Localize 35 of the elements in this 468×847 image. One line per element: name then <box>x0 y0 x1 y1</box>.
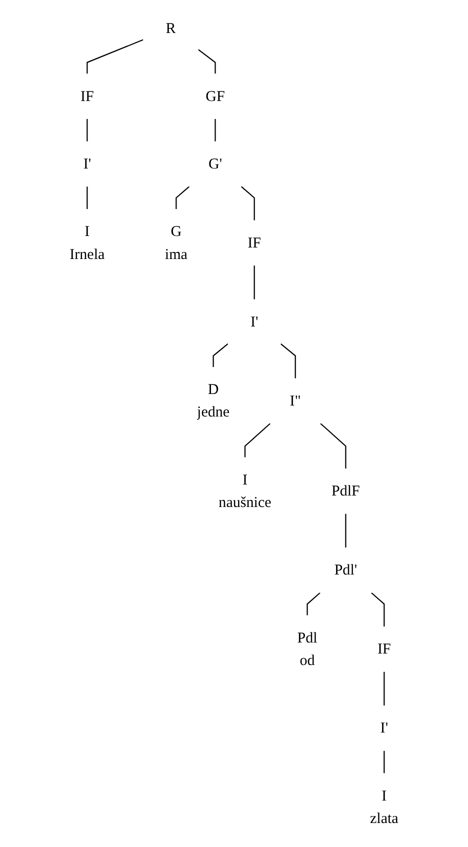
connector <box>384 750 385 774</box>
connector <box>86 118 88 142</box>
node-text: IF <box>80 88 94 105</box>
node-text: PdlF <box>331 482 360 500</box>
node-text: D jedne <box>197 381 230 420</box>
node-text: I Irnela <box>70 223 105 263</box>
node-text: R <box>166 20 176 37</box>
node-text: Pdl' <box>334 562 358 578</box>
node-text: G ima <box>164 223 188 263</box>
connector <box>370 592 385 627</box>
connector <box>198 49 216 74</box>
connector <box>86 186 88 210</box>
node-text: I" <box>290 392 301 410</box>
connector <box>345 514 346 548</box>
connector <box>212 343 228 368</box>
node-text: GF <box>206 88 225 105</box>
node-text: I zlata <box>370 788 398 827</box>
connector <box>384 672 385 706</box>
connector <box>214 118 216 142</box>
node-text: I' <box>83 156 92 172</box>
connector <box>86 39 144 74</box>
node-text: Pdl od <box>297 630 318 669</box>
connector <box>176 186 190 210</box>
node-text: I' <box>250 314 258 330</box>
node-text: G' <box>208 156 222 172</box>
connector <box>306 592 320 616</box>
connector <box>320 423 346 469</box>
connector <box>244 423 271 458</box>
node-text: IF <box>377 640 391 658</box>
connector <box>254 266 255 300</box>
connector <box>280 343 296 378</box>
connector <box>240 186 255 220</box>
node-text: I naušnice <box>218 472 272 511</box>
node-text: I' <box>380 720 388 736</box>
node-text: IF <box>248 234 262 252</box>
